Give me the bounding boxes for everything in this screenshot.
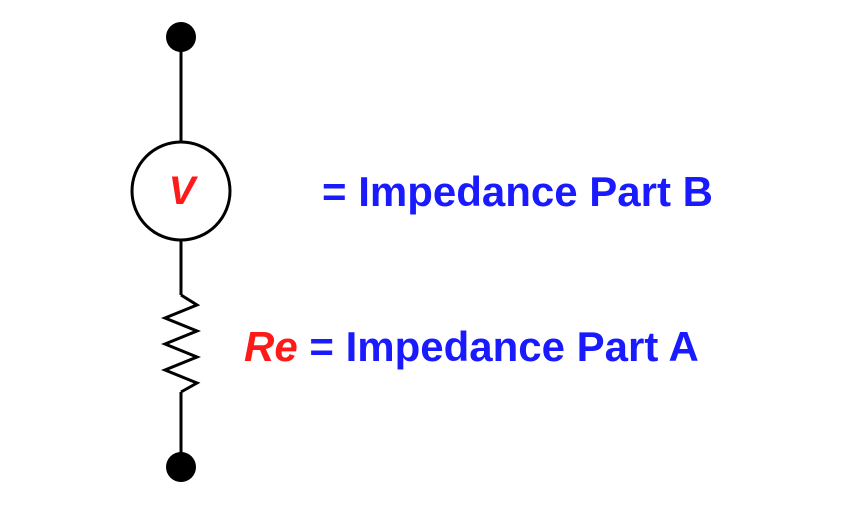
impedance-part-b-label: = Impedance Part B — [322, 167, 713, 217]
impedance-part-a-text: = Impedance Part A — [297, 323, 699, 370]
resistance-symbol: Re — [244, 323, 298, 370]
voltage-source-symbol: V — [168, 169, 196, 213]
impedance-part-b-text: = Impedance Part B — [322, 168, 713, 215]
impedance-part-a-label: Re = Impedance Part A — [244, 322, 699, 372]
resistor-zigzag — [161, 293, 201, 394]
bottom-terminal — [166, 452, 196, 482]
